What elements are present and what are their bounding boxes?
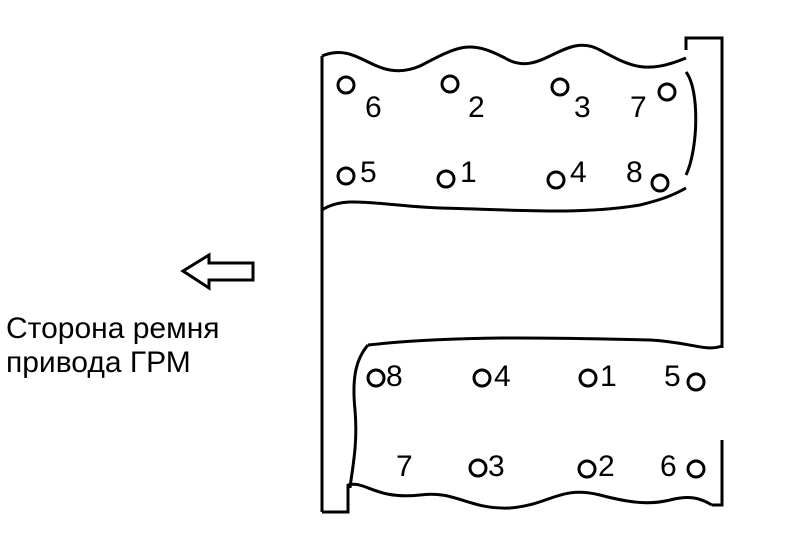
bolt-number: 6 — [660, 450, 677, 483]
lower-bolt-numbers: 8 4 1 5 7 3 2 6 — [386, 360, 681, 483]
bolt-circle — [366, 368, 386, 388]
upper-bolt-numbers: 6 2 3 7 5 1 4 8 — [360, 91, 647, 189]
bolt-number: 1 — [460, 156, 477, 189]
bolt-number: 4 — [494, 360, 511, 393]
bolt-circle — [650, 173, 670, 193]
bolt-circle — [577, 459, 597, 479]
bolt-circle — [336, 75, 356, 95]
lower-bolt-circles — [366, 368, 706, 479]
bolt-circle — [336, 166, 356, 186]
bolt-circle — [686, 372, 706, 392]
upper-cylinder-head — [321, 43, 698, 213]
bolt-circle — [686, 459, 706, 479]
bolt-number: 3 — [574, 91, 591, 124]
block-outline — [320, 36, 724, 514]
bolt-circle — [436, 169, 456, 189]
lower-cylinder-head — [347, 336, 723, 510]
bolt-number: 1 — [600, 360, 617, 393]
caption-line-1: Сторона ремня — [6, 312, 220, 345]
timing-belt-side-caption: Сторона ремня привода ГРМ — [6, 312, 220, 380]
bolt-number: 4 — [570, 156, 587, 189]
arrow-left-icon — [180, 252, 255, 291]
upper-bolt-circles — [336, 74, 677, 193]
bolt-number: 7 — [630, 91, 647, 124]
bolt-circle — [468, 458, 488, 478]
bolt-number: 8 — [626, 156, 643, 189]
bolt-circle — [440, 74, 460, 94]
bolt-circle — [550, 77, 570, 97]
bolt-number: 6 — [365, 91, 382, 124]
bolt-number: 7 — [396, 450, 413, 483]
caption-line-2: привода ГРМ — [6, 346, 191, 379]
bolt-number: 5 — [664, 360, 681, 393]
bolt-circle — [546, 170, 566, 190]
bolt-circle — [578, 368, 598, 388]
bolt-number: 2 — [468, 91, 485, 124]
bolt-number: 5 — [360, 156, 377, 189]
bolt-number: 3 — [488, 450, 505, 483]
bolt-circle — [657, 82, 677, 102]
bolt-circle — [472, 368, 492, 388]
bolt-number: 2 — [598, 450, 615, 483]
bolt-number: 8 — [386, 360, 403, 393]
